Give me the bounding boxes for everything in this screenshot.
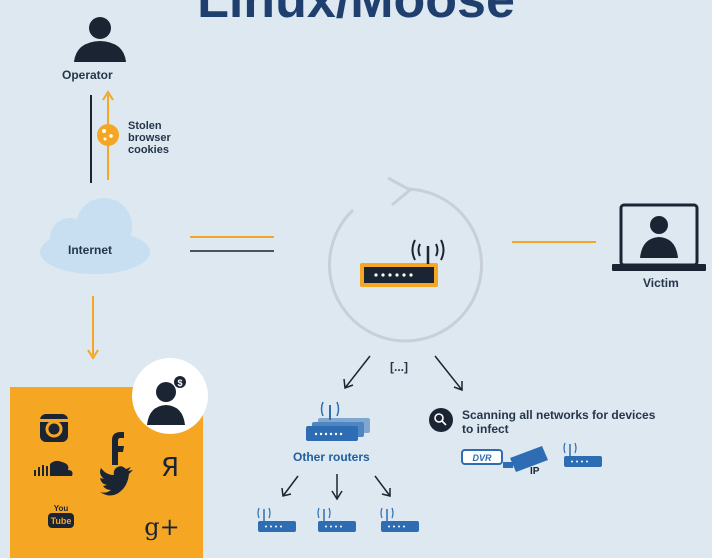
spread-arrow-left — [343, 355, 371, 390]
internet-label: Internet — [68, 243, 113, 257]
page-title: Linux/Moose — [197, 0, 515, 29]
arrow-to-router-3 — [374, 475, 391, 497]
svg-text:You: You — [54, 504, 69, 513]
router-icon — [380, 507, 419, 532]
operator-icon — [74, 17, 126, 62]
router-icon — [257, 507, 296, 532]
twitter-icon — [100, 466, 133, 496]
arrow-up-icon — [102, 90, 114, 101]
router-icon — [563, 442, 602, 467]
yandex-icon: Я — [161, 453, 179, 483]
victim-icon — [640, 216, 678, 258]
spread-arrow-right — [434, 355, 463, 392]
other-routers-label: Other routers — [293, 450, 370, 464]
router-icon — [317, 507, 356, 532]
infected-router-icon — [360, 239, 445, 287]
refresh-cycle-icon — [328, 176, 483, 343]
svg-text:Я: Я — [161, 453, 179, 483]
google-plus-icon: g+ — [144, 513, 179, 541]
stolen-cookies-label: Stolen browser cookies — [128, 120, 171, 156]
cloud-icon — [40, 198, 150, 274]
victim-label: Victim — [643, 276, 679, 290]
operator-label: Operator — [62, 68, 113, 82]
arrow-to-router-1 — [281, 475, 299, 497]
cookie-icon — [97, 124, 119, 146]
soundcloud-icon — [34, 460, 73, 476]
svg-text:IP: IP — [530, 466, 540, 477]
svg-text:DVR: DVR — [472, 453, 492, 463]
svg-text:g+: g+ — [144, 513, 179, 541]
youtube-icon: You Tube — [48, 504, 74, 528]
ip-camera-icon: IP — [503, 446, 548, 477]
instagram-icon — [40, 414, 68, 442]
arrow-down-icon — [87, 349, 99, 360]
dvr-icon: DVR — [461, 449, 503, 465]
scanning-label: Scanning all networks for devices to inf… — [462, 408, 656, 436]
svg-text:Tube: Tube — [51, 516, 72, 526]
arrow-to-router-2 — [331, 474, 343, 501]
ellipsis-label: [...] — [390, 360, 408, 374]
svg-text:$: $ — [177, 378, 182, 388]
facebook-icon — [112, 432, 124, 465]
monitor-icon — [612, 203, 706, 271]
other-routers-icon — [306, 401, 370, 441]
search-icon — [429, 408, 453, 432]
attacker-avatar: $ — [132, 358, 208, 434]
